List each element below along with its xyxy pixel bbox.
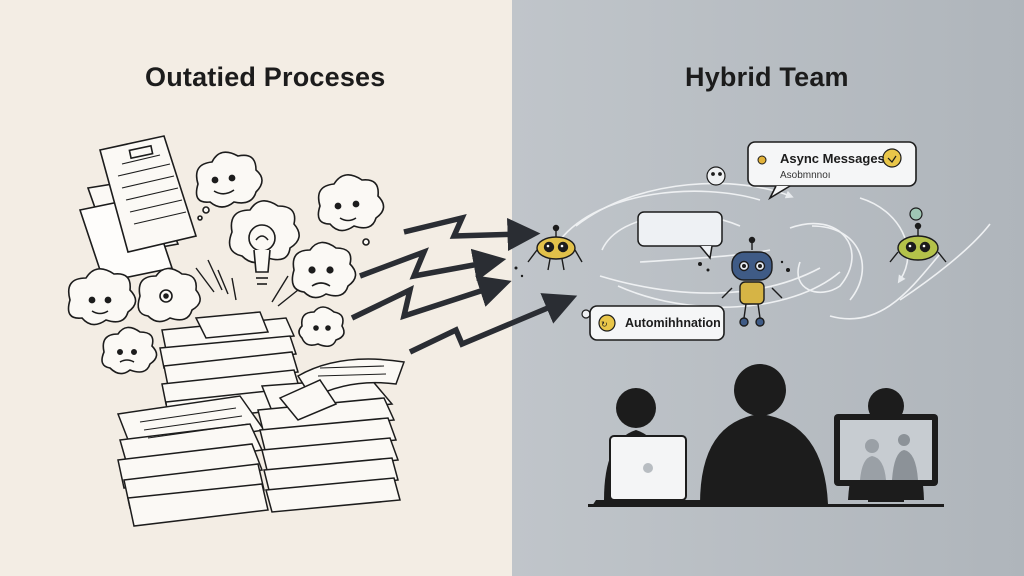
robot-icon [527,222,947,327]
sparkle-icon [514,260,790,278]
chat-bubble-icon [637,211,723,260]
laptop-icon [592,435,706,506]
document-stack-icon [78,135,198,283]
automation-bubble: ↻ [589,305,725,341]
lightbulb-icon [248,224,276,285]
async-messages-subtitle: Asobmnnoı [780,170,831,181]
lightning-arrow-icon [350,214,578,355]
paper-pile-icon [116,311,406,527]
svg-text:↻: ↻ [601,320,608,329]
emoji-dot-icon [581,166,923,319]
left-panel-title: Outatied Proceses [145,62,386,92]
automation-label: Automihhnation [625,316,721,330]
stress-lines [195,259,299,307]
monitor-icon [834,414,938,502]
connection-lines [559,182,991,320]
worried-cloud-icon [67,151,385,375]
async-messages-bubble [747,141,917,201]
desk [588,504,944,507]
async-messages-label: Async Messages [780,151,885,166]
right-panel-title: Hybrid Team [685,62,849,92]
